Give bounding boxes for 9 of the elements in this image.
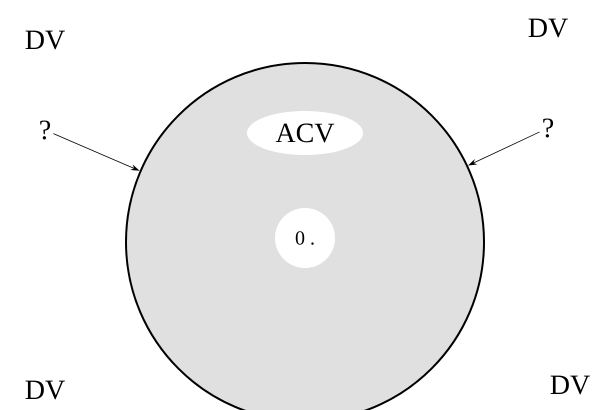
region-label: DV <box>26 30 65 50</box>
question-mark: ? <box>40 120 50 140</box>
region-label: DV <box>26 380 65 400</box>
question-mark: ? <box>543 118 554 138</box>
disc <box>125 62 485 410</box>
ellipse-label: ACV <box>247 111 363 155</box>
region-label: DV <box>528 18 568 38</box>
circle-label: 0 . <box>275 208 335 268</box>
region-label: DV <box>550 376 590 394</box>
